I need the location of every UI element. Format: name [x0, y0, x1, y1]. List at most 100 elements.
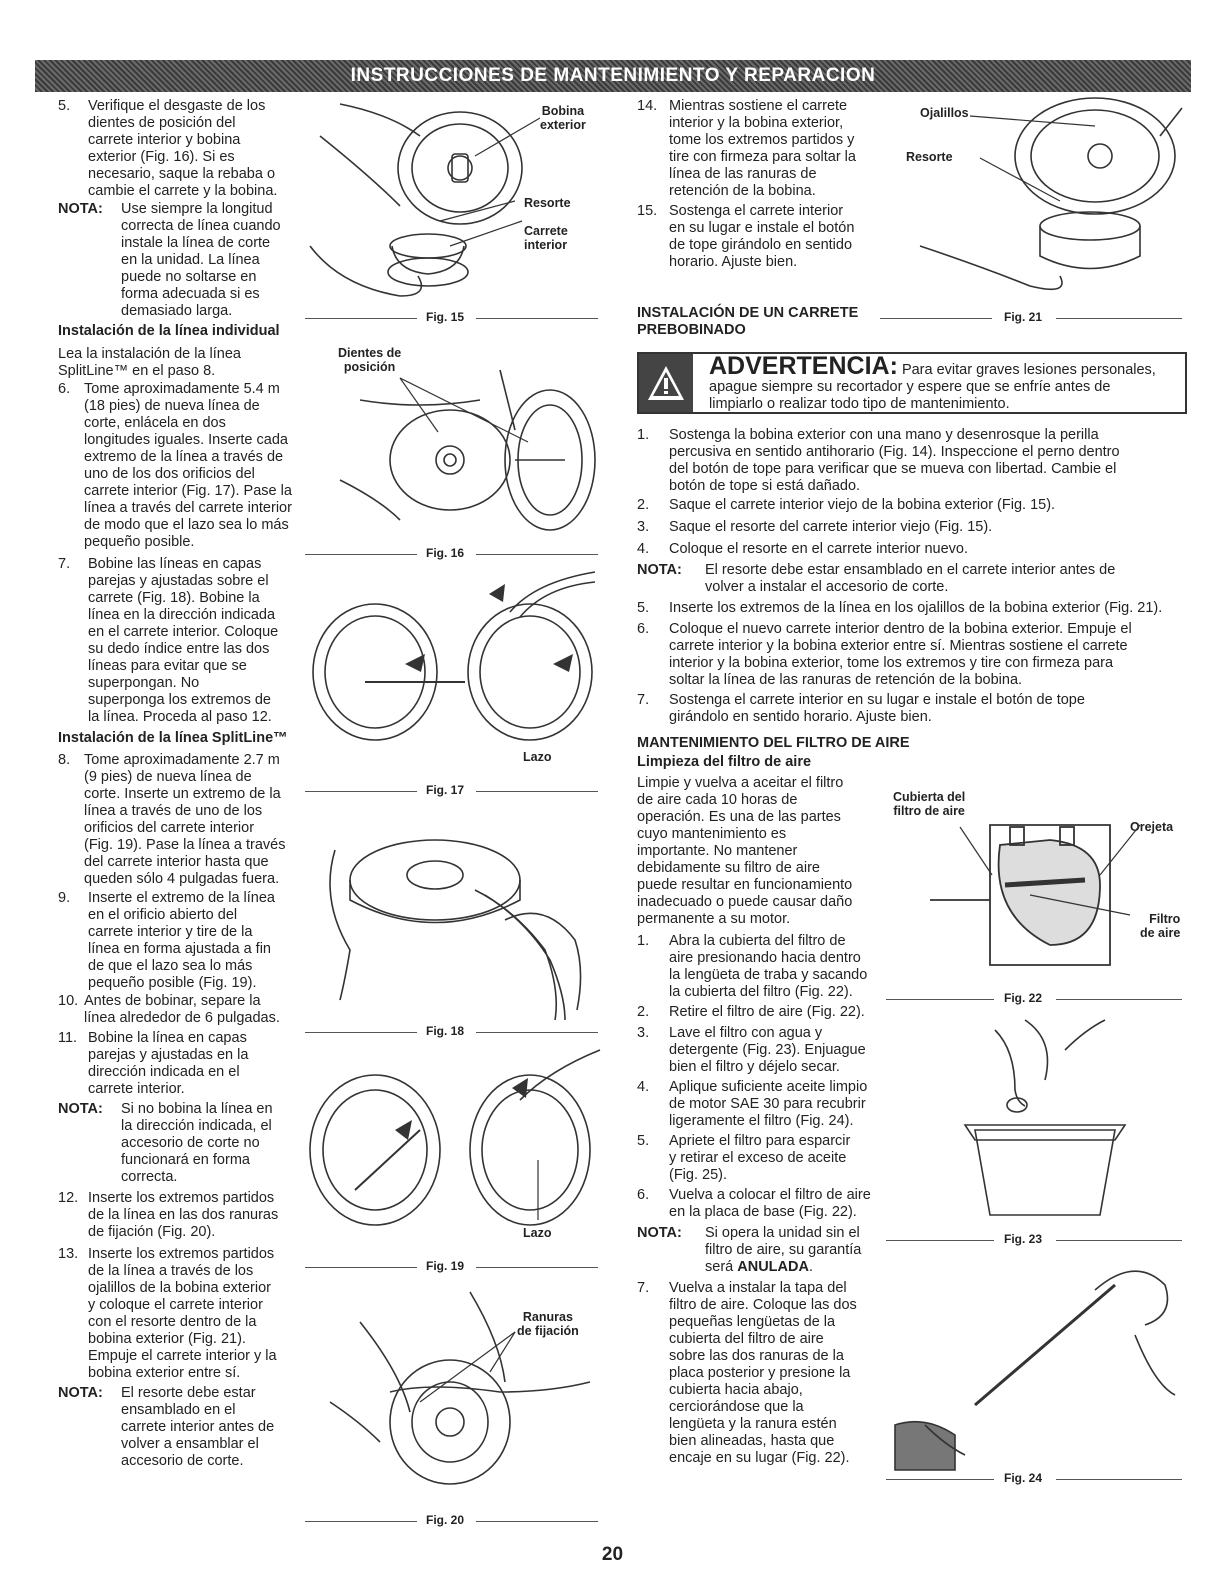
- intro-individual-line: Lea la instalación de la línea: [58, 346, 241, 362]
- fig22-caption: Fig. 22: [1004, 991, 1043, 1005]
- filtro-1-line: Abra la cubierta del filtro de: [669, 933, 846, 949]
- step-15-line: horario. Ajuste bien.: [669, 254, 798, 270]
- fig17-caption: Fig. 17: [426, 783, 465, 797]
- step-6-line: pequeño posible.: [84, 534, 195, 550]
- step-13-line: de la línea a través de los: [88, 1263, 254, 1279]
- fig-line: [886, 1479, 994, 1480]
- filtro-7-line: cubierta del filtro de aire: [669, 1331, 824, 1347]
- step-13-line: ojalillos de la bobina exterior: [88, 1280, 271, 1296]
- step-12-line: de fijación (Fig. 20).: [88, 1224, 216, 1240]
- nota-5-number: NOTA:: [637, 1225, 682, 1241]
- filtro-7-number: 7.: [637, 1280, 650, 1296]
- fig24-caption: Fig. 24: [1004, 1471, 1043, 1485]
- step-5-line: cambie el carrete y la bobina.: [88, 183, 278, 199]
- fig20-illustration: [329, 1291, 591, 1485]
- step-13-line: Inserte los extremos partidos: [88, 1246, 275, 1262]
- step-11-line: parejas y ajustadas en la: [88, 1047, 249, 1063]
- filtro-intro-line: cuyo mantenimiento es: [637, 826, 787, 842]
- step-9-line: Inserte el extremo de la línea: [88, 890, 275, 906]
- step-7-number: 7.: [58, 556, 71, 572]
- warning-triangle-icon: [639, 354, 693, 412]
- prebob-2-number: 2.: [637, 497, 650, 513]
- step-8-line: corte. Inserte un extremo de la: [84, 786, 281, 802]
- filtro-intro-line: inadecuado o puede causar daño: [637, 894, 853, 910]
- fig-line: [476, 1267, 598, 1268]
- label-resorte-21: Resorte: [906, 150, 953, 164]
- nota-3-line: volver a ensamblar el: [121, 1436, 259, 1452]
- step-9-line: de que el lazo sea lo más: [88, 958, 253, 974]
- fig15-caption: Fig. 15: [426, 310, 465, 324]
- heading-prebobinado-1: INSTALACIÓN DE UN CARRETE: [637, 305, 859, 321]
- fig-line: [305, 1267, 417, 1268]
- filtro-intro-line: puede resultar en funcionamiento: [637, 877, 853, 893]
- step-8-line: (Fig. 19). Pase la línea a través: [84, 837, 286, 853]
- nota-1-line: correcta de línea cuando: [121, 218, 281, 234]
- nota-5-line: Si opera la unidad sin el: [705, 1225, 860, 1241]
- filtro-intro-line: operación. Es una de las partes: [637, 809, 841, 825]
- heading-individual: Instalación de la línea individual: [58, 323, 280, 339]
- nota-1-number: NOTA:: [58, 201, 103, 217]
- nota-5-anulada: ANULADA: [737, 1259, 809, 1275]
- step-7-line: líneas para evitar que se: [88, 658, 247, 674]
- fig24-illustration: [894, 1270, 1176, 1471]
- fig-line: [476, 554, 598, 555]
- fig-line: [886, 1240, 994, 1241]
- fig-line: [1056, 1479, 1182, 1480]
- prebob-6-line: soltar la línea de las ranuras de retenc…: [669, 672, 1023, 688]
- step-13-line: bobina exterior entre sí.: [88, 1365, 241, 1381]
- fig16-illustration: [339, 369, 596, 531]
- prebob-4-number: 4.: [637, 541, 650, 557]
- step-14-line: tome los extremos partidos y: [669, 132, 855, 148]
- nota-1-line: demasiado larga.: [121, 303, 233, 319]
- filtro-1-line: aire presionando hacia dentro: [669, 950, 861, 966]
- fig23-illustration: [963, 1019, 1127, 1216]
- step-9-number: 9.: [58, 890, 71, 906]
- nota-5-line: filtro de aire, su garantía: [705, 1242, 862, 1258]
- step-6-line: corte, enlácela en dos: [84, 415, 226, 431]
- warning-first: Para evitar graves lesiones personales,: [901, 362, 1156, 378]
- fig-line: [1056, 999, 1182, 1000]
- label-resorte: Resorte: [524, 196, 571, 210]
- nota-3-line: ensamblado en el: [121, 1402, 236, 1418]
- prebob-7-line: Sostenga el carrete interior en su lugar…: [669, 692, 1085, 708]
- filtro-5-line: Apriete el filtro para esparcir: [669, 1133, 851, 1149]
- step-6-line: línea a través del carrete interior: [84, 500, 292, 516]
- step-7-line: línea en la dirección indicada: [88, 607, 276, 623]
- step-6-line: extremo de la línea a través de: [84, 449, 284, 465]
- heading-limpieza: Limpieza del filtro de aire: [637, 754, 812, 770]
- step-8-line: orificios del carrete interior: [84, 820, 255, 836]
- filtro-4-number: 4.: [637, 1079, 650, 1095]
- prebob-3-number: 3.: [637, 519, 650, 535]
- step-8-line: queden sólo 4 pulgadas fuera.: [84, 871, 280, 887]
- step-15-line: en su lugar e instale el botón: [669, 220, 855, 236]
- fig-line: [305, 791, 417, 792]
- fig-line: [1056, 1240, 1182, 1241]
- step-5-number: 5.: [58, 98, 71, 114]
- step-10-line: línea alrededor de 6 pulgadas.: [84, 1010, 280, 1026]
- fig22-illustration: [930, 824, 1141, 966]
- step-11-line: Bobine la línea en capas: [88, 1030, 247, 1046]
- nota-2-line: la dirección indicada, el: [121, 1118, 272, 1134]
- prebob-2-line: Saque el carrete interior viejo de la bo…: [669, 497, 1056, 513]
- step-6-line: (18 pies) de nueva línea de: [84, 398, 260, 414]
- nota-3-line: accesorio de corte.: [121, 1453, 244, 1469]
- fig-line: [305, 554, 417, 555]
- step-6-line: Tome aproximadamente 5.4 m: [84, 381, 280, 397]
- filtro-2-line: Retire el filtro de aire (Fig. 22).: [669, 1004, 865, 1020]
- filtro-7-line: cubierta hacia abajo,: [669, 1382, 803, 1398]
- fig-line: [305, 1521, 417, 1522]
- step-7-line: carrete (Fig. 18). Bobine la: [88, 590, 260, 606]
- step-15-number: 15.: [637, 203, 658, 219]
- filtro-4-line: ligeramente el filtro (Fig. 24).: [669, 1113, 854, 1129]
- filtro-5-line: y retirar el exceso de aceite: [669, 1150, 847, 1166]
- fig-line: [305, 1032, 417, 1033]
- step-13-line: con el resorte dentro de la: [88, 1314, 257, 1330]
- fig17-illustration: [312, 571, 596, 741]
- banner-title: INSTRUCCIONES DE MANTENIMIENTO Y REPARAC…: [350, 65, 876, 86]
- step-14-line: tire con firmeza para soltar la: [669, 149, 856, 165]
- prebob-1-line: botón de tope si está dañado.: [669, 478, 861, 494]
- label-lazo-19: Lazo: [523, 1226, 552, 1240]
- filtro-6-line: Vuelva a colocar el filtro de aire: [669, 1187, 871, 1203]
